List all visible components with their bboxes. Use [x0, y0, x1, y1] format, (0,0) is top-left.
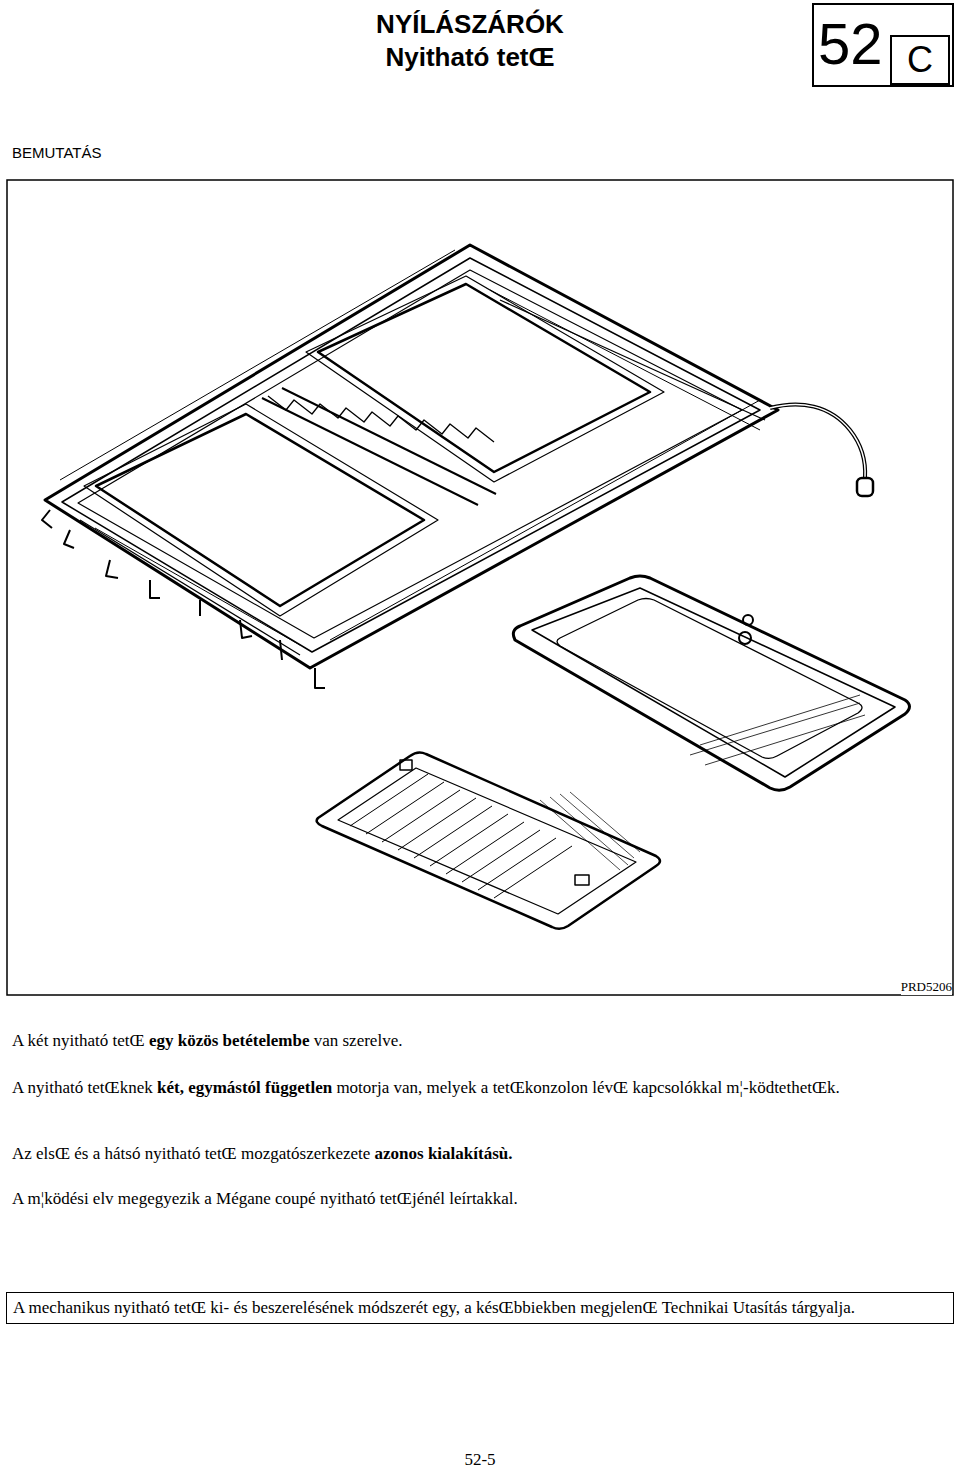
- page-number: 52-5: [0, 1450, 960, 1470]
- paragraph: Az elsŒ és a hátsó nyitható tetŒ mozgató…: [12, 1143, 948, 1165]
- node-text: 52: [818, 9, 883, 79]
- body-text: A m¦ködési elv megegyezik a Mégane coupé…: [12, 1189, 518, 1208]
- body-text: A nyitható tetŒknek: [12, 1078, 153, 1097]
- figure-reference: PRD5206: [901, 979, 952, 995]
- bold-text: két, egymástól független: [157, 1078, 332, 1097]
- body-text: Az elsŒ és a hátsó nyitható tetŒ mozgató…: [12, 1144, 370, 1163]
- paragraph: A m¦ködési elv megegyezik a Mégane coupé…: [12, 1188, 948, 1210]
- section-heading: BEMUTATÁS: [12, 144, 101, 161]
- body-text: A két nyitható tetŒ: [12, 1031, 145, 1050]
- note-box: A mechanikus nyitható tetŒ ki- és beszer…: [6, 1292, 954, 1324]
- page-title: NYÍLÁSZÁRÓK Nyitható tetŒ: [345, 8, 595, 74]
- node-text: C: [892, 37, 948, 83]
- paragraph: A nyitható tetŒknek két, egymástól függe…: [12, 1077, 948, 1099]
- body-text: van szerelve.: [314, 1031, 403, 1050]
- bold-text: azonos kialakításù.: [375, 1144, 513, 1163]
- node-text: A mechanikus nyitható tetŒ ki- és beszer…: [13, 1297, 947, 1319]
- body-text: motorja van, melyek a tetŒkonzolon lévŒ …: [336, 1078, 839, 1097]
- paragraph: A két nyitható tetŒ egy közös betételemb…: [12, 1030, 948, 1052]
- bold-text: egy közös betételembe: [149, 1031, 310, 1050]
- section-number-box: 52C: [812, 3, 954, 87]
- subsection-box: C: [890, 35, 950, 85]
